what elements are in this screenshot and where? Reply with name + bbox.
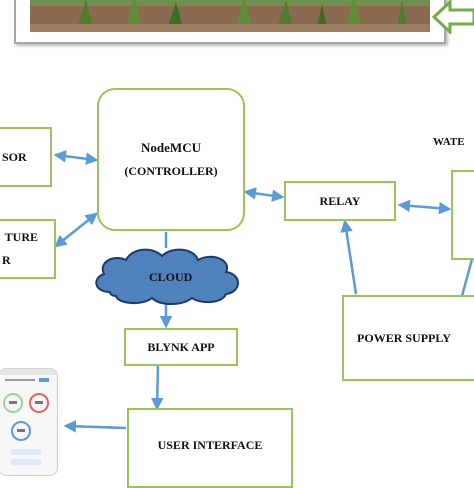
cloud-shape	[95, 248, 239, 305]
crop-field-photo	[14, 0, 446, 44]
sensor-box: SOR	[0, 127, 52, 187]
arrow-moisture-controller	[54, 212, 98, 248]
phone-screen-icon	[0, 369, 57, 465]
arrow-phone-ui	[63, 420, 127, 433]
relay-label: RELAY	[319, 193, 361, 208]
field-image	[30, 0, 430, 32]
power-supply-box: POWER SUPPLY	[342, 295, 474, 381]
blynk-label: BLYNK APP	[147, 339, 215, 354]
moisture-sensor-box: TURE R	[0, 219, 56, 279]
water-pump-box	[451, 170, 474, 260]
controller-title: NodeMCU	[141, 140, 201, 155]
arrow-sensor-controller	[53, 150, 99, 165]
power-label: POWER SUPPLY	[357, 330, 451, 345]
user-interface-box: USER INTERFACE	[127, 408, 293, 488]
blynk-app-box: BLYNK APP	[124, 328, 238, 366]
arrow-controller-relay	[243, 187, 285, 202]
controller-box: NodeMCU (CONTROLLER)	[97, 88, 245, 231]
sensor-label: SOR	[2, 149, 27, 164]
arrow-power-relay	[340, 219, 358, 295]
arrow-blynk-ui	[150, 364, 164, 411]
connector-arrows	[53, 150, 474, 433]
ui-label: USER INTERFACE	[157, 438, 263, 452]
cloud-label: CLOUD	[149, 270, 193, 284]
smartphone-icon	[0, 368, 58, 476]
arrow-relay-water	[397, 199, 452, 215]
relay-box: RELAY	[284, 181, 396, 221]
moisture-label-line1: TURE	[4, 230, 38, 244]
photo-arrow-icon	[432, 0, 474, 34]
controller-subtitle: (CONTROLLER)	[124, 164, 218, 178]
water-pump-label: WATE	[433, 136, 465, 148]
moisture-label-line2: R	[2, 253, 11, 267]
